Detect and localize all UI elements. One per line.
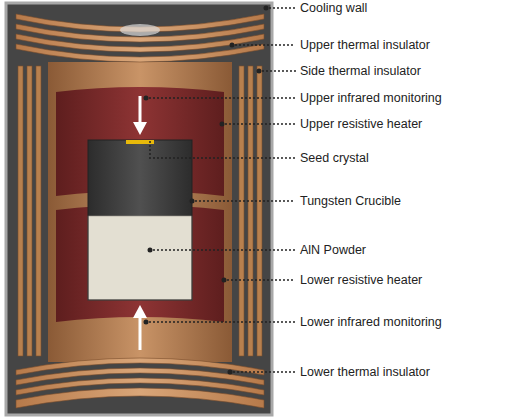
upper-insulator [16,14,264,62]
furnace-cavity [48,62,232,362]
part-label: Seed crystal [300,151,369,166]
lower-insulator [16,358,264,408]
leader-line [146,8,296,372]
crucible-outline [88,140,192,300]
part-label: Upper resistive heater [300,117,422,132]
viewport-opening [120,24,160,36]
part-label: Lower thermal insulator [300,365,430,380]
part-label: AlN Powder [300,243,366,258]
infrared-arrow [133,96,147,350]
lower-heater [56,205,224,322]
leader-dot [144,6,269,375]
part-label: Upper thermal insulator [300,38,430,53]
cooling-wall [6,3,272,415]
part-label: Side thermal insulator [300,64,421,79]
crucible-top [88,140,192,216]
part-label: Cooling wall [300,1,367,16]
aln-powder [88,216,192,300]
part-label: Lower resistive heater [300,273,422,288]
part-label: Lower infrared monitoring [300,315,442,330]
side-insulator [18,66,262,356]
part-label: Upper infrared monitoring [300,91,442,106]
part-label: Tungsten Crucible [300,194,401,209]
